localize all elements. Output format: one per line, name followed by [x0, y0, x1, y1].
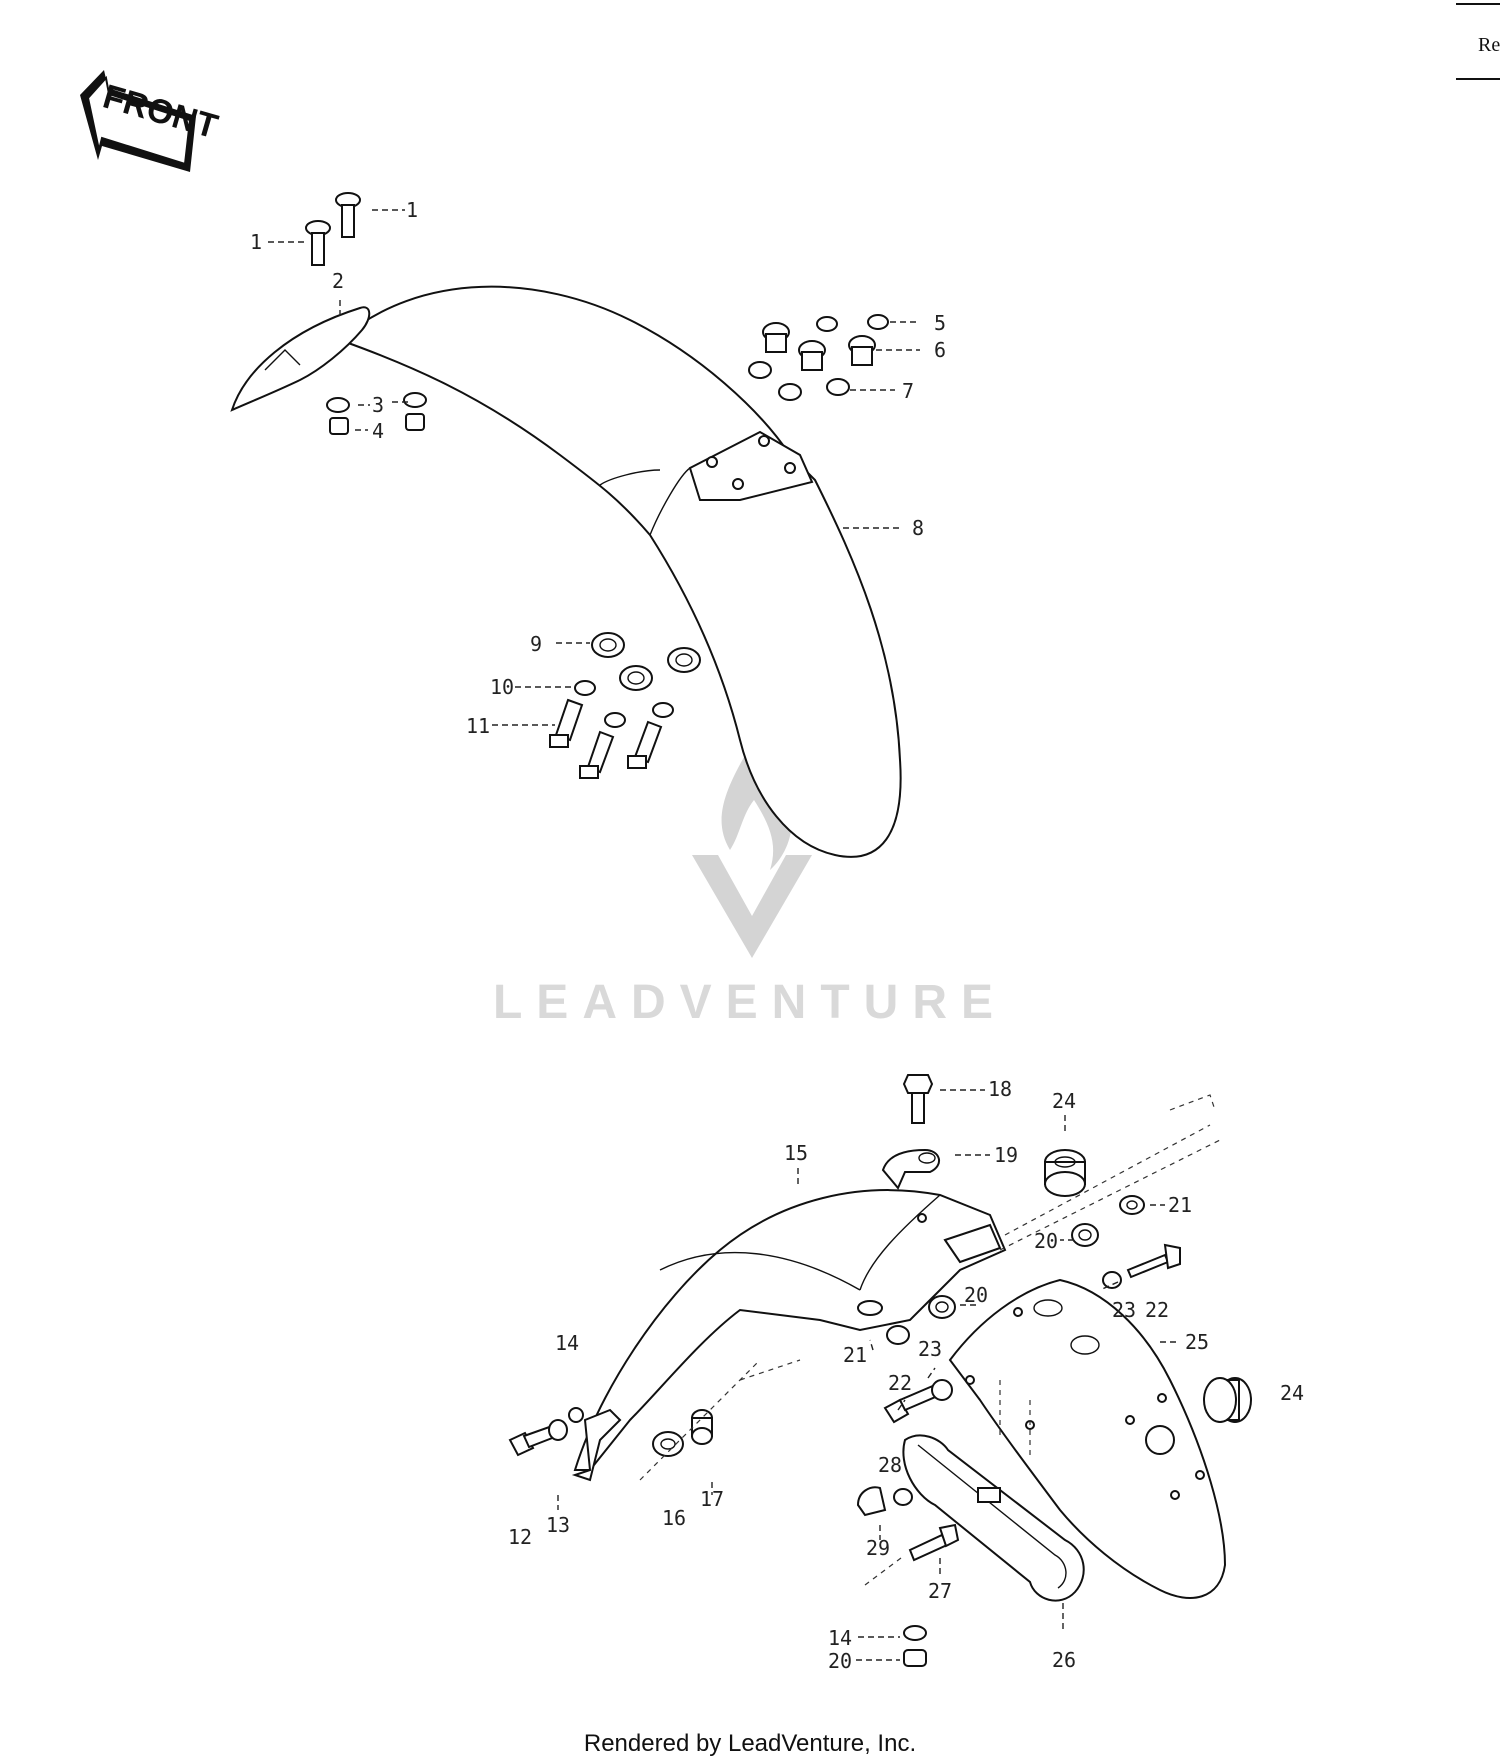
callout-22: 22: [1145, 1298, 1169, 1322]
callout-1: 1: [406, 198, 418, 222]
callout-24: 24: [1052, 1089, 1076, 1113]
rear-fender-front-piece: [573, 1189, 1007, 1471]
front-fender-bracket: [688, 430, 814, 501]
callouts: 1 1 2 3 4 5 6 7 8 9 10 11 18 24 15 19 21…: [250, 198, 1304, 1673]
callout-22: 22: [888, 1371, 912, 1395]
callout-20: 20: [828, 1649, 852, 1673]
watermark: LEADVENTURE: [493, 750, 1007, 1029]
callout-23: 23: [1112, 1298, 1136, 1322]
footer-credit: Rendered by LeadVenture, Inc.: [583, 1730, 917, 1757]
front-fender-emblem: [230, 306, 371, 412]
callout-25: 25: [1185, 1330, 1209, 1354]
grommet-6a: [762, 322, 790, 353]
bolt-11a: [549, 698, 584, 748]
callout-19: 19: [994, 1143, 1018, 1167]
callout-29: 29: [866, 1536, 890, 1560]
bolt-22a: [1126, 1243, 1181, 1279]
watermark-text: LEADVENTURE: [493, 976, 1007, 1029]
bolt-12: [508, 1423, 562, 1457]
callout-28: 28: [878, 1453, 902, 1477]
rear-fender: [568, 1189, 1227, 1602]
callout-21: 21: [1168, 1193, 1192, 1217]
front-hardware: [305, 192, 889, 779]
callout-23: 23: [918, 1337, 942, 1361]
grommet-6c: [848, 335, 876, 366]
corner-text: Re: [1478, 34, 1500, 56]
bolt-11c: [627, 720, 663, 769]
leader-lines: [268, 209, 1180, 1661]
callout-11: 11: [466, 714, 490, 738]
callout-16: 16: [662, 1506, 686, 1530]
callout-7: 7: [902, 379, 914, 403]
grommet-6b: [798, 340, 826, 371]
callout-17: 17: [700, 1487, 724, 1511]
spacer-17: [691, 1409, 713, 1445]
callout-15: 15: [784, 1141, 808, 1165]
callout-14: 14: [828, 1626, 852, 1650]
callout-8: 8: [912, 516, 924, 540]
callout-2: 2: [332, 269, 344, 293]
license-bracket: [902, 1434, 1085, 1602]
callout-12: 12: [508, 1525, 532, 1549]
callout-3: 3: [372, 393, 384, 417]
callout-10: 10: [490, 675, 514, 699]
rear-fender-rear-piece: [948, 1278, 1227, 1599]
bolt-1a: [335, 192, 361, 238]
front-arrow: FRONT: [80, 70, 222, 172]
watermark-v-icon: [692, 855, 812, 958]
callout-5: 5: [934, 311, 946, 335]
callout-6: 6: [934, 338, 946, 362]
corner-tab: Re: [1456, 0, 1500, 80]
callout-4: 4: [372, 419, 384, 443]
corner-rule-bottom: [1456, 78, 1500, 80]
bolt-27: [908, 1523, 960, 1562]
front-fender-body: [338, 285, 902, 858]
callout-14: 14: [555, 1331, 579, 1355]
bolt-11b: [579, 730, 615, 779]
damper-24b: [1203, 1377, 1252, 1423]
bolt-18: [902, 1074, 934, 1124]
callout-18: 18: [988, 1077, 1012, 1101]
reference-lines: [639, 1094, 1221, 1586]
callout-20: 20: [964, 1283, 988, 1307]
callout-27: 27: [928, 1579, 952, 1603]
corner-rule-top: [1456, 3, 1500, 5]
bolt-1b: [305, 220, 331, 266]
callout-21: 21: [843, 1343, 867, 1367]
callout-24: 24: [1280, 1381, 1304, 1405]
callout-13: 13: [546, 1513, 570, 1537]
damper-24a: [1044, 1149, 1086, 1197]
rear-hardware: [508, 1074, 1252, 1667]
callout-26: 26: [1052, 1648, 1076, 1672]
callout-1: 1: [250, 230, 262, 254]
callout-9: 9: [530, 632, 542, 656]
callout-20: 20: [1034, 1229, 1058, 1253]
front-fender: [230, 285, 902, 858]
